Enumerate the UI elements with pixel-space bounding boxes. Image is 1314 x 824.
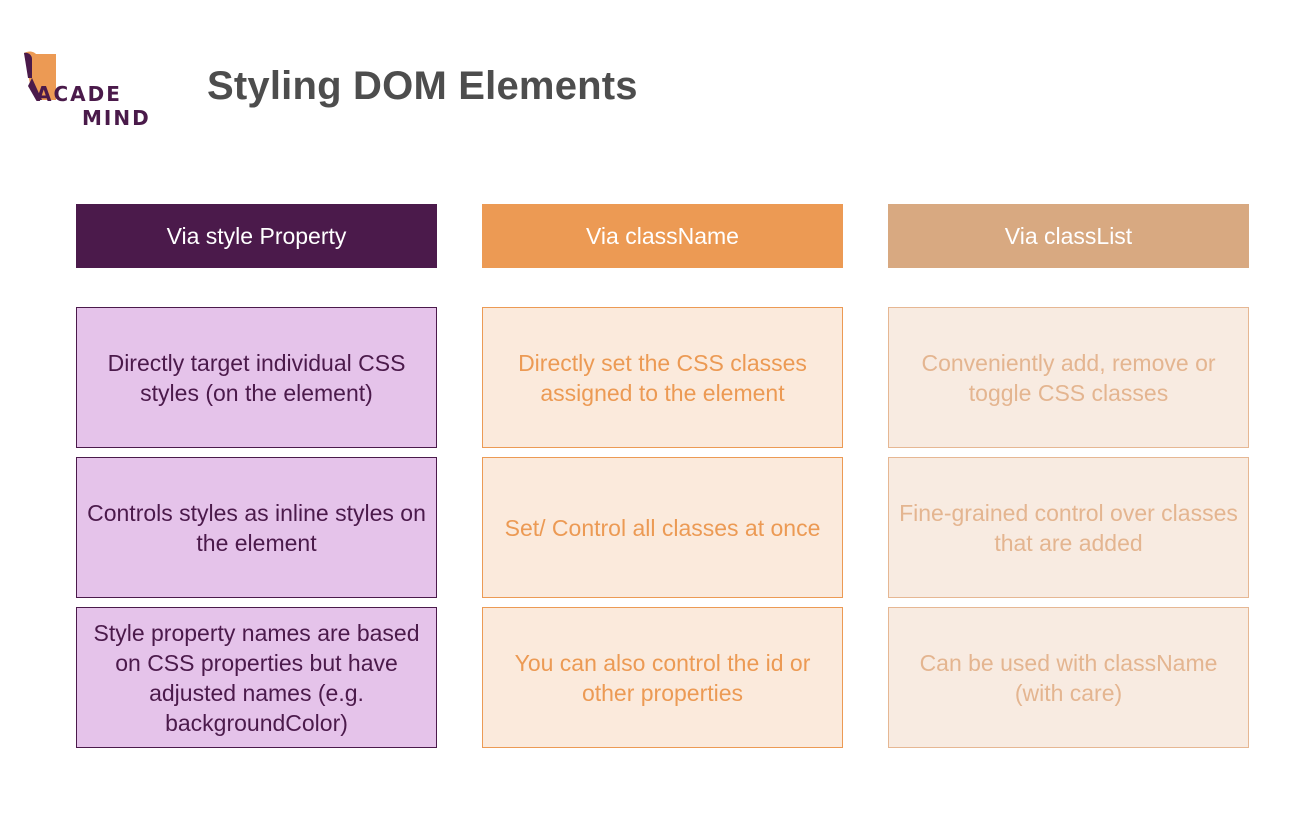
logo-flag-icon [24, 51, 56, 100]
logo-text-line2: MIND [82, 106, 151, 130]
page-title: Styling DOM Elements [207, 64, 638, 108]
logo-text-line1: ACADE [36, 82, 122, 106]
column-cell: Conveniently add, remove or toggle CSS c… [888, 307, 1249, 448]
academind-logo: ACADE MIND [20, 50, 160, 130]
column-cell: Can be used with className (with care) [888, 607, 1249, 748]
column-header: Via className [482, 204, 843, 268]
column-classname: Via className Directly set the CSS class… [482, 204, 843, 748]
column-header: Via style Property [76, 204, 437, 268]
column-cell: Directly set the CSS classes assigned to… [482, 307, 843, 448]
column-cell: Directly target individual CSS styles (o… [76, 307, 437, 448]
column-classlist: Via classList Conveniently add, remove o… [888, 204, 1249, 748]
column-style-property: Via style Property Directly target indiv… [76, 204, 437, 748]
column-cell: Controls styles as inline styles on the … [76, 457, 437, 598]
column-cell: Style property names are based on CSS pr… [76, 607, 437, 748]
column-cell: You can also control the id or other pro… [482, 607, 843, 748]
column-cell: Fine-grained control over classes that a… [888, 457, 1249, 598]
column-header: Via classList [888, 204, 1249, 268]
column-cell: Set/ Control all classes at once [482, 457, 843, 598]
